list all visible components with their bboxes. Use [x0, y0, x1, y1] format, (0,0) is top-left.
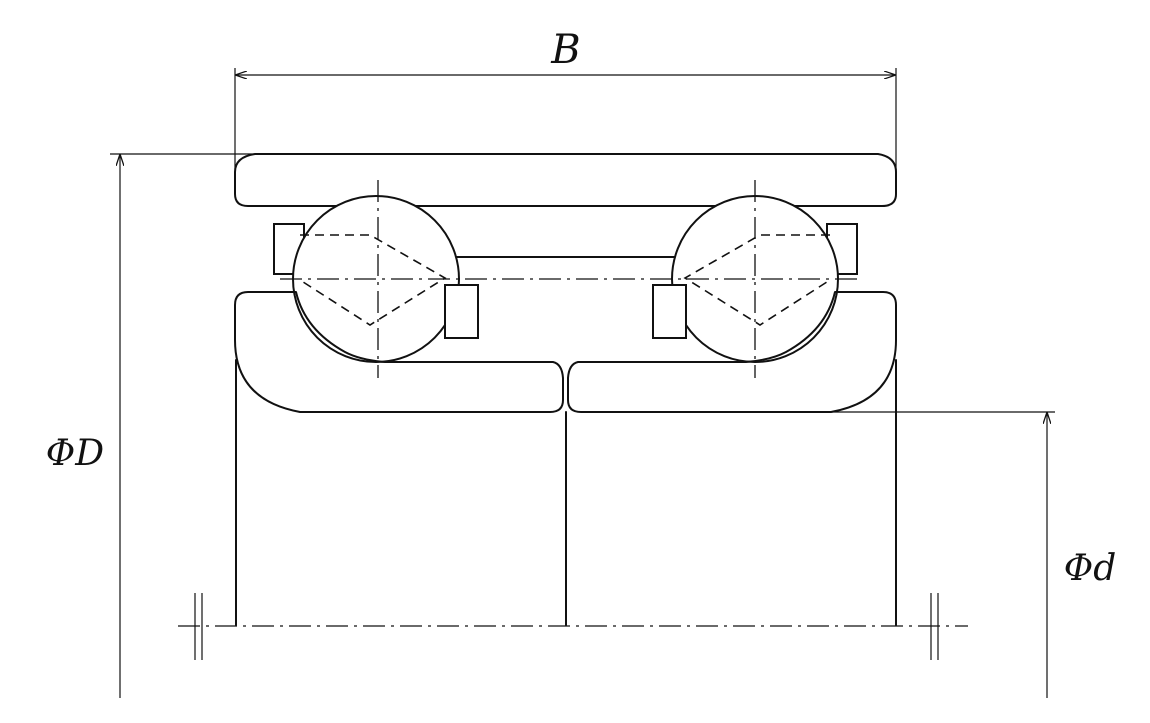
hidden-raceway-left	[299, 234, 447, 326]
break-mark-left	[194, 593, 203, 660]
inner-ring-left	[234, 291, 564, 413]
cage-left-lower	[444, 284, 479, 339]
hidden-lines	[299, 234, 831, 326]
label-bore-diameter: Φd	[1064, 548, 1117, 589]
cage-right-lower	[652, 284, 687, 339]
dimension-outer-diameter: ΦD	[46, 153, 262, 698]
hidden-raceway-right	[683, 234, 831, 326]
dimension-bore-diameter: Φd	[830, 411, 1117, 698]
label-b: B	[550, 27, 580, 73]
label-outer-diameter: ΦD	[46, 433, 105, 474]
dimension-b: B	[234, 27, 897, 172]
outer-ring	[234, 153, 897, 207]
inner-ring-right	[567, 291, 897, 413]
break-mark-right	[930, 593, 939, 660]
